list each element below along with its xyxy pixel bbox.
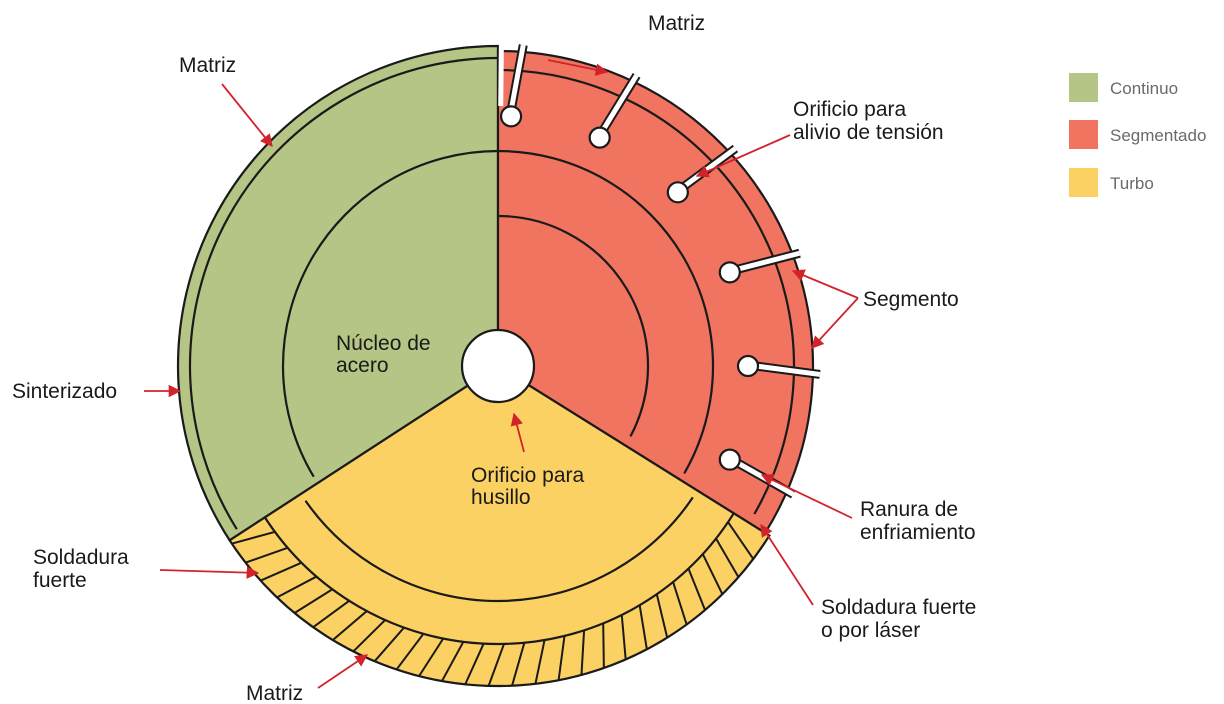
continuo-core-ring [281, 149, 499, 478]
pointer-arrows [144, 59, 859, 689]
turbo-hatch-line [638, 602, 649, 652]
segmentado-mid-ring [497, 149, 715, 475]
label-orificio-husillo: Orificio para husillo [471, 464, 590, 509]
slot-gap [736, 250, 801, 272]
turbo-hatch-line [580, 628, 586, 678]
label-soldadura-laser: Soldadura fuerte o por láser [821, 596, 982, 642]
segmentado-outer-ring [497, 68, 796, 515]
legend: Continuo Segmentado Turbo [1069, 73, 1206, 197]
turbo-hatch-line [372, 625, 407, 664]
turbo-hatch-line [714, 536, 741, 580]
legend-label-segmentado: Segmentado [1110, 126, 1206, 145]
label-soldadura-fuerte-line1: Soldadura [33, 546, 129, 569]
turbo-hatch-line [725, 519, 756, 562]
turbo-hatch-line [486, 641, 506, 686]
turbo-hatch-line [557, 633, 566, 683]
label-soldadura-fuerte-line2: fuerte [33, 569, 87, 592]
turbo-hatch-line [671, 579, 689, 627]
stress-relief-hole [718, 261, 741, 284]
label-nucleo: Núcleo de acero [336, 332, 436, 377]
label-soldadura-laser-line2: o por láser [821, 619, 920, 642]
slot-gap [600, 74, 639, 132]
turbo-hatch-line [510, 640, 526, 686]
legend-swatch-turbo [1069, 168, 1098, 197]
stress-relief-hole [718, 448, 741, 471]
label-matriz-left: Matriz [179, 54, 236, 77]
label-orificio-alivio-line2: alivio de tensión [793, 121, 944, 144]
slot-gap [509, 44, 526, 109]
legend-swatch-continuo [1069, 73, 1098, 102]
segmentado-sector [496, 49, 815, 535]
label-matriz-top: Matriz [648, 12, 705, 35]
turbo-hatch-line [229, 530, 278, 546]
turbo-hatch-line [274, 574, 319, 600]
arrow-matriz-left [221, 83, 273, 147]
label-ranura-line1: Ranura de [860, 498, 958, 521]
legend-label-turbo: Turbo [1110, 174, 1154, 193]
turbo-rim-ring [263, 512, 735, 646]
inner-rings [188, 56, 796, 646]
arrow-orificio-husillo [510, 412, 525, 453]
label-segmento: Segmento [863, 288, 959, 311]
arrow-ranura [760, 474, 853, 519]
arrow-orificio-alivio [695, 134, 791, 178]
label-nucleo-line2: acero [336, 354, 389, 377]
label-ranura: Ranura de enfriamiento [860, 498, 976, 544]
legend-swatch-segmentado [1069, 120, 1098, 149]
turbo-hatch-line [534, 637, 546, 686]
arrow-soldadura-laser [760, 523, 814, 606]
turbo-core-ring [304, 496, 694, 603]
turbo-hatch-line [292, 587, 335, 615]
label-soldadura-fuerte: Soldadura fuerte [33, 546, 135, 592]
cooling-slots [498, 41, 821, 499]
turbo-hatch-line [686, 566, 707, 613]
turbo-rim-hatching [229, 519, 756, 686]
label-soldadura-laser-line1: Soldadura fuerte [821, 596, 976, 619]
turbo-sector [228, 364, 771, 688]
label-matriz-bottom: Matriz [246, 682, 303, 704]
slot-gap [755, 363, 821, 377]
turbo-hatch-line [351, 617, 388, 654]
label-orificio-alivio-line1: Orificio para [793, 98, 907, 121]
arrow-segmento-2 [811, 297, 859, 349]
label-orificio-husillo-line1: Orificio para [471, 464, 585, 487]
stress-relief-hole [666, 181, 689, 204]
stress-relief-hole [588, 126, 611, 149]
label-nucleo-line1: Núcleo de [336, 332, 431, 355]
turbo-hatch-line [243, 546, 291, 565]
turbo-hatch-line [394, 631, 426, 672]
arrow-matriz-top [547, 59, 609, 76]
turbo-hatch-line [310, 598, 352, 630]
turbo-hatch-line [440, 639, 466, 684]
arrow-segmento-1 [791, 269, 859, 299]
turbo-hatch-line [463, 641, 486, 686]
arbor-hole [460, 328, 536, 404]
turbo-hatch-line [602, 621, 605, 671]
turbo-hatch-line [700, 551, 725, 597]
top-gap [498, 41, 504, 107]
label-sinterizado: Sinterizado [12, 380, 117, 403]
turbo-hatch-line [620, 612, 627, 662]
turbo-hatch-line [655, 591, 669, 640]
continuo-matrix-ring [188, 56, 499, 530]
blade [176, 41, 821, 688]
stress-relief-hole [499, 105, 523, 128]
stress-relief-hole [736, 354, 760, 378]
segmentado-inner-ring [497, 214, 650, 437]
turbo-hatch-line [417, 636, 446, 679]
label-orificio-alivio: Orificio para alivio de tensión [793, 98, 944, 144]
turbo-hatch-line [258, 560, 304, 583]
diagram-labels: Matriz Matriz Orificio para alivio de te… [12, 12, 982, 704]
arrow-matriz-bottom [317, 654, 369, 689]
label-orificio-husillo-line2: husillo [471, 486, 531, 509]
label-ranura-line2: enfriamiento [860, 521, 976, 544]
legend-label-continuo: Continuo [1110, 79, 1178, 98]
turbo-hatch-line [330, 608, 370, 643]
arrow-soldadura-fuerte [159, 566, 260, 579]
